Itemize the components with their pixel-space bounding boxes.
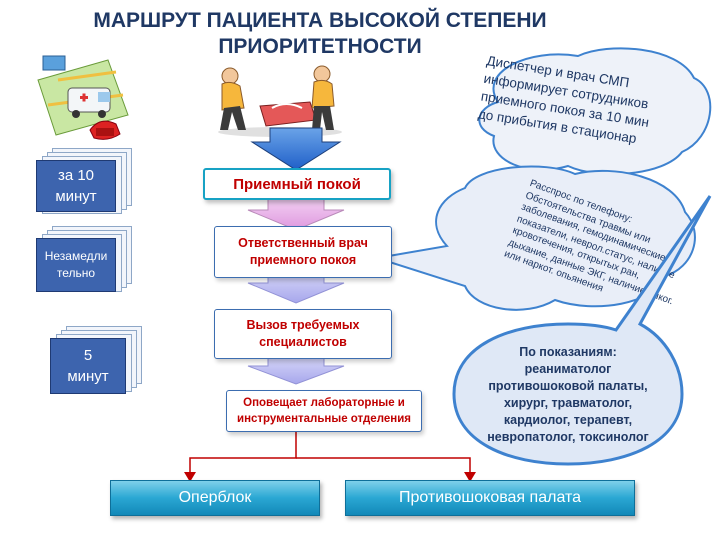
- box-reception-label: Приемный покой: [233, 175, 361, 193]
- cloud-bottom-line: хирург, травматолог,: [503, 396, 633, 410]
- box-labs-label: Оповещает лабораторные и инструментальны…: [237, 397, 411, 425]
- connector-right: [296, 457, 471, 476]
- shock-ward-button[interactable]: Противошоковая палата: [345, 480, 635, 516]
- arrow-blue: [250, 127, 342, 171]
- ambulance-illustration: [37, 55, 129, 140]
- box-doctor: Ответственный врач приемного покоя: [214, 226, 392, 278]
- page-title: МАРШРУТ ПАЦИЕНТА ВЫСОКОЙ СТЕПЕНИ ПРИОРИТ…: [20, 8, 620, 60]
- time-stack-immediate: Незамедлительно: [36, 226, 136, 296]
- operating-block-label: Оперблок: [178, 489, 252, 506]
- box-reception: Приемный покой: [203, 168, 391, 200]
- box-specialists: Вызов требуемых специалистов: [214, 309, 392, 359]
- arrow-lavender-2: [247, 356, 345, 385]
- cloud-bottom-line: кардиолог, терапевт,: [503, 413, 633, 427]
- time-stack-10min: за 10 минут: [36, 148, 136, 218]
- box-labs: Оповещает лабораторные и инструментальны…: [226, 390, 422, 432]
- cloud-bottom-line: реаниматолог: [524, 362, 612, 376]
- time-stack-5min: 5 минут: [50, 326, 150, 396]
- time-label-10min: за 10 минут: [55, 167, 97, 205]
- cloud-bottom-shape: [452, 195, 712, 466]
- title-line-1: МАРШРУТ ПАЦИЕНТА ВЫСОКОЙ СТЕПЕНИ: [93, 9, 547, 32]
- title-line-2: ПРИОРИТЕТНОСТИ: [218, 35, 422, 58]
- time-label-immediate: Незамедлительно: [44, 249, 108, 280]
- shock-ward-label: Противошоковая палата: [398, 489, 582, 506]
- box-specialists-label: Вызов требуемых специалистов: [246, 318, 360, 349]
- cloud-bottom-text: По показаниям: реаниматолог противошоков…: [480, 344, 656, 446]
- box-doctor-label: Ответственный врач приемного покоя: [238, 236, 368, 267]
- time-label-5min: 5 минут: [67, 347, 109, 385]
- connector-left: [189, 432, 297, 476]
- cloud-bottom-line: противошоковой палаты,: [488, 379, 648, 393]
- cloud-top-shape: [478, 47, 712, 175]
- cloud-bottom-line: невропатолог, токсинолог: [487, 430, 649, 444]
- operating-block-button[interactable]: Оперблок: [110, 480, 320, 516]
- cloud-bottom-line: По показаниям:: [519, 345, 617, 359]
